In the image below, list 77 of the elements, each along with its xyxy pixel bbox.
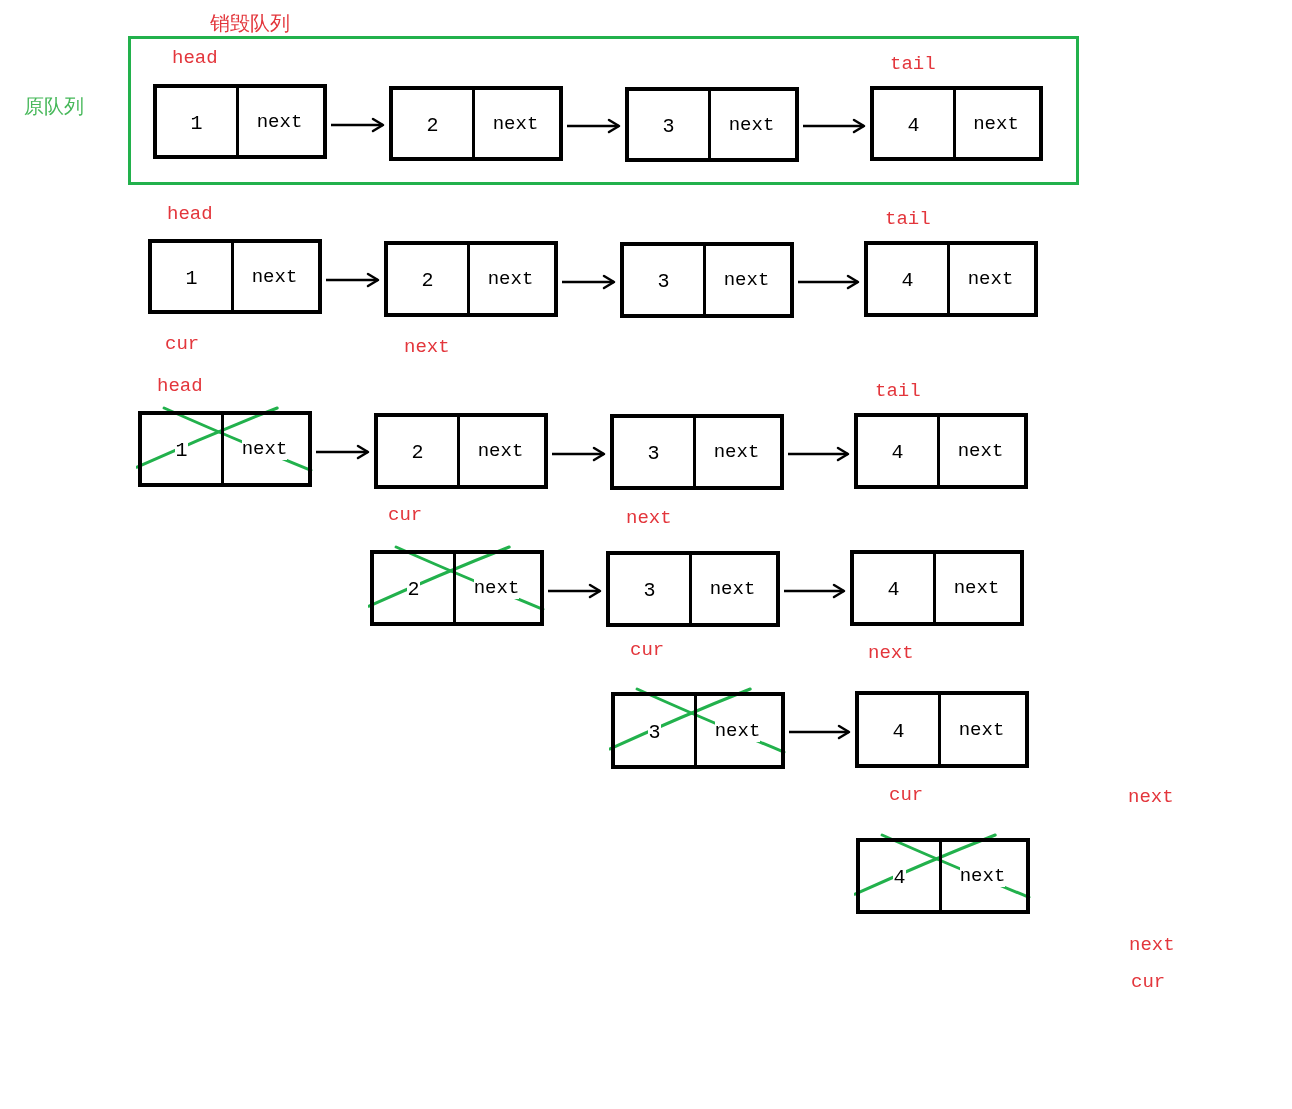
next-field-label: next [728,113,775,136]
list-node [374,413,548,489]
list-node [625,87,799,162]
pointer-label: cur [165,333,200,355]
next-field-label: next [959,865,1006,887]
list-node [864,241,1038,317]
queue-frame [128,36,1079,185]
node-value: 4 [891,442,904,464]
next-field-label: next [967,268,1014,290]
arrow [784,583,846,599]
arrow [803,118,866,134]
pointer-label: next [404,336,450,358]
pointer-label: cur [630,639,665,661]
arrow [798,274,860,290]
arrow [562,274,616,290]
next-field-label: next [256,110,303,133]
next-field-label: next [973,112,1019,135]
node-value: 4 [901,270,914,292]
pointer-label: head [167,203,213,225]
pointer-label: next [1128,786,1174,808]
next-field-label: next [241,438,288,460]
arrow [316,444,370,460]
arrow [326,272,380,288]
pointer-label: tail [885,208,931,230]
next-field-label: next [953,577,1000,599]
list-node [606,551,780,627]
node-value: 2 [411,442,424,464]
pointer-label: cur [889,784,924,806]
arrow [789,724,851,740]
list-node [620,242,794,318]
pointer-label: head [172,47,218,69]
arrow [552,446,606,462]
pointer-label: next [868,642,914,664]
node-value: 1 [185,267,198,290]
pointer-label: head [157,375,203,397]
node-value: 4 [887,579,900,601]
pointer-label: tail [890,53,936,75]
pointer-label: next [626,507,672,529]
node-value: 1 [190,112,203,135]
next-field-label: next [251,265,298,288]
pointer-label: cur [388,504,423,526]
arrow [788,446,850,462]
next-field-label: next [473,577,520,599]
node-value: 4 [892,720,905,743]
next-field-label: next [958,718,1005,741]
node-value: 3 [647,443,660,465]
pointer-label: tail [875,380,921,402]
node-value: 2 [426,114,439,137]
arrow [548,583,602,599]
next-field-label: next [714,719,761,742]
next-field-label: next [723,269,770,291]
list-node [854,413,1028,489]
list-node [384,241,558,317]
node-value: 2 [421,270,434,292]
list-node [855,691,1029,768]
next-field-label: next [492,112,539,135]
title: 销毁队列 [210,11,290,35]
list-node [870,86,1043,161]
node-value: 3 [657,271,670,293]
arrow [331,117,385,133]
list-node [610,414,784,490]
pointer-label: cur [1131,971,1166,993]
next-field-label: next [487,268,534,290]
next-field-label: next [957,440,1004,462]
pointer-label: next [1129,934,1175,956]
next-field-label: next [477,440,524,462]
list-node [153,84,327,159]
node-value: 3 [643,580,656,602]
list-node [389,86,563,161]
queue-label: 原队列 [24,95,84,117]
arrow [567,118,621,134]
list-node [148,239,322,314]
node-value: 3 [662,115,675,138]
node-value: 4 [907,114,920,137]
list-node [850,550,1024,626]
next-field-label: next [713,441,760,463]
next-field-label: next [709,578,756,600]
